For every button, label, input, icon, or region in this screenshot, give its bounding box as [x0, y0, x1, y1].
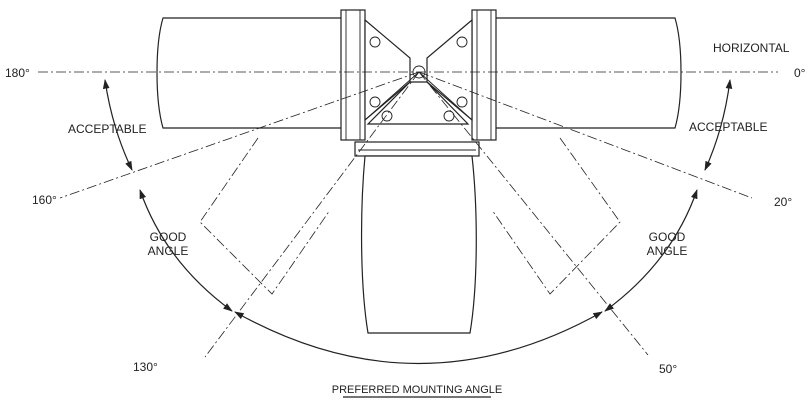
good-left-label-2: ANGLE	[148, 244, 189, 258]
preferred-arc	[234, 311, 603, 364]
deg-160-label: 160°	[32, 193, 57, 207]
acceptable-right-arc	[704, 79, 733, 171]
deg-50-label: 50°	[659, 362, 677, 376]
bracket-plates	[364, 18, 473, 125]
horizontal-label: HORIZONTAL	[713, 41, 790, 55]
acceptable-left-arc	[102, 79, 133, 171]
deg-180-label: 180°	[5, 66, 30, 80]
acceptable-right-label: ACCEPTABLE	[689, 120, 767, 134]
good-right-arc	[604, 189, 698, 312]
left-pipe	[156, 17, 346, 129]
good-left-label-1: GOOD	[150, 230, 187, 244]
deg-130-label: 130°	[133, 360, 158, 374]
line-130	[204, 71, 420, 358]
line-20	[418, 71, 753, 199]
acceptable-left-label: ACCEPTABLE	[68, 122, 146, 136]
angle-center-lines	[38, 71, 778, 358]
deg-20-label: 20°	[774, 195, 792, 209]
caption: PREFERRED MOUNTING ANGLE	[332, 384, 503, 396]
right-outline	[491, 137, 621, 295]
labels: HORIZONTAL 0° 180° 160° 20° 130° 50° ACC…	[5, 41, 806, 398]
line-50	[418, 71, 649, 356]
angle-arcs	[102, 79, 733, 364]
vertical-pipe	[354, 141, 480, 334]
good-left-arc	[139, 189, 233, 312]
right-pipe	[485, 17, 682, 129]
left-outline	[199, 137, 331, 295]
alternate-position-outlines	[199, 137, 621, 295]
left-flange	[340, 9, 366, 141]
line-160	[59, 71, 420, 199]
deg-0-label: 0°	[794, 66, 806, 80]
good-right-label-1: GOOD	[649, 230, 686, 244]
good-right-label-2: ANGLE	[647, 244, 688, 258]
right-flange	[471, 9, 497, 141]
